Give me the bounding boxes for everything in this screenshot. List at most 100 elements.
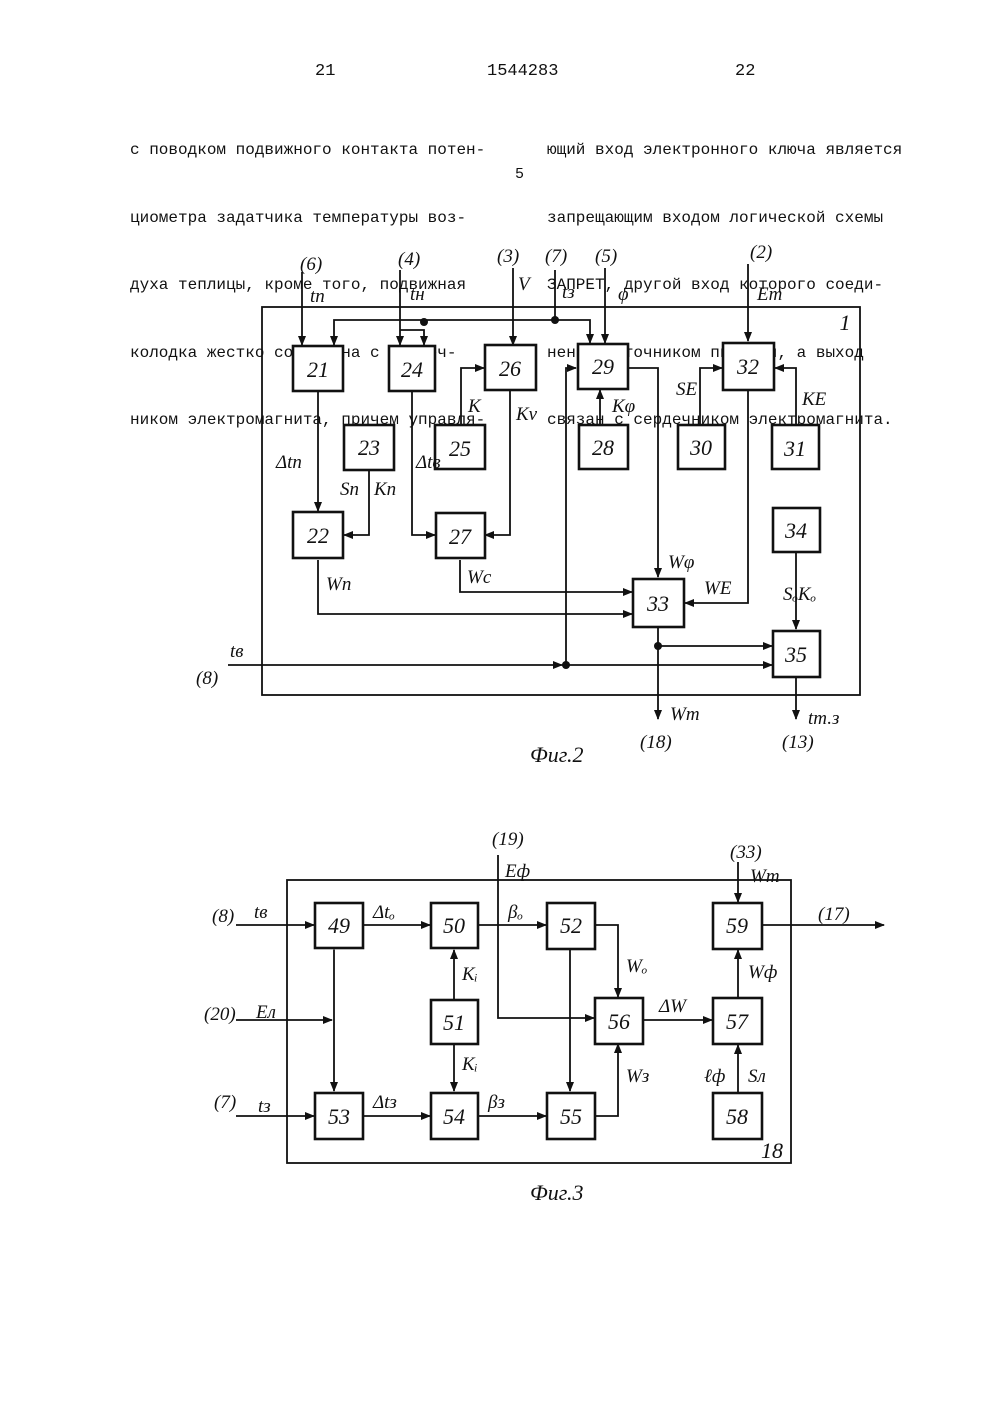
block-49: 49 xyxy=(315,903,363,948)
top-input-signal: Wт xyxy=(750,866,780,887)
block-26: 26 xyxy=(485,345,536,390)
label-dtz: Δtз xyxy=(372,1092,397,1113)
label-dt0: Δtₒ xyxy=(372,902,395,923)
block-32: 32 xyxy=(723,343,774,390)
left-input-signal: tв xyxy=(230,641,244,662)
top-input-ref: (33) xyxy=(730,842,762,863)
label-ke: KE xyxy=(801,389,827,410)
label-kp: Kп xyxy=(373,479,396,500)
output-ref: (17) xyxy=(818,904,850,925)
label-wp: Wп xyxy=(326,574,351,595)
label-sl: Sл xyxy=(748,1066,766,1087)
svg-text:56: 56 xyxy=(608,1009,630,1034)
fig2-frame-label: 1 xyxy=(840,310,851,335)
label-wf: Wф xyxy=(748,962,777,983)
fig3-caption: Фиг.3 xyxy=(530,1180,584,1205)
block-54: 54 xyxy=(431,1093,478,1139)
block-58: 58 xyxy=(713,1093,762,1139)
block-29: 29 xyxy=(578,344,628,389)
svg-text:27: 27 xyxy=(449,524,472,549)
label-sk: SₒKₒ xyxy=(783,584,816,605)
svg-text:51: 51 xyxy=(443,1010,465,1035)
block-52: 52 xyxy=(547,903,595,949)
block-23: 23 xyxy=(344,425,394,470)
input-signal: tз xyxy=(258,1096,271,1117)
label-b0: βₒ xyxy=(507,902,523,923)
label-wphi: Wφ xyxy=(668,552,694,573)
svg-text:57: 57 xyxy=(726,1009,749,1034)
fig2-caption: Фиг.2 xyxy=(530,742,584,767)
label-dw: ΔW xyxy=(658,996,688,1017)
label-k: K xyxy=(467,396,482,417)
svg-text:28: 28 xyxy=(592,435,614,460)
svg-text:25: 25 xyxy=(449,436,471,461)
svg-text:55: 55 xyxy=(560,1104,582,1129)
input-signal: tн xyxy=(410,284,425,305)
svg-text:24: 24 xyxy=(401,357,423,382)
input-ref: (4) xyxy=(398,249,420,270)
svg-text:30: 30 xyxy=(689,435,712,460)
block-30: 30 xyxy=(678,425,725,469)
label-w0: Wₒ xyxy=(626,956,647,977)
svg-text:32: 32 xyxy=(736,354,759,379)
top-input-ref: (19) xyxy=(492,829,524,850)
block-22: 22 xyxy=(293,512,343,558)
svg-text:29: 29 xyxy=(592,354,614,379)
block-56: 56 xyxy=(595,998,643,1044)
input-ref: (3) xyxy=(497,246,519,267)
svg-text:22: 22 xyxy=(307,523,329,548)
svg-text:50: 50 xyxy=(443,913,465,938)
fig3-frame-label: 18 xyxy=(761,1138,783,1163)
svg-text:23: 23 xyxy=(358,435,380,460)
svg-text:59: 59 xyxy=(726,913,748,938)
label-dtb: Δtв xyxy=(415,452,441,473)
svg-text:54: 54 xyxy=(443,1104,465,1129)
label-sp: Sп xyxy=(340,479,359,500)
block-27: 27 xyxy=(436,513,485,558)
label-se: SE xyxy=(676,379,698,400)
label-wc: Wc xyxy=(467,567,492,588)
svg-text:35: 35 xyxy=(784,642,807,667)
svg-text:34: 34 xyxy=(784,518,807,543)
block-34: 34 xyxy=(773,508,820,552)
output-signal: Wт xyxy=(670,704,700,725)
block-50: 50 xyxy=(431,903,478,948)
input-ref: (7) xyxy=(545,246,567,267)
block-21: 21 xyxy=(293,346,343,391)
label-dtp: Δtп xyxy=(275,452,302,473)
input-signal: φ xyxy=(618,284,629,305)
block-59: 59 xyxy=(713,903,762,949)
input-ref: (7) xyxy=(214,1092,236,1113)
block-53: 53 xyxy=(315,1093,363,1139)
label-ki-bot: Kᵢ xyxy=(461,1054,478,1075)
label-kphi: Kφ xyxy=(611,396,635,417)
svg-text:31: 31 xyxy=(783,436,806,461)
input-ref: (20) xyxy=(204,1004,236,1025)
svg-text:53: 53 xyxy=(328,1104,350,1129)
label-qf: ℓф xyxy=(704,1066,725,1087)
svg-text:58: 58 xyxy=(726,1104,748,1129)
block-31: 31 xyxy=(772,425,819,469)
top-input-signal: Eф xyxy=(504,861,530,882)
svg-text:33: 33 xyxy=(646,591,669,616)
label-we: WE xyxy=(704,578,732,599)
block-57: 57 xyxy=(713,998,762,1044)
block-51: 51 xyxy=(431,1000,478,1044)
block-33: 33 xyxy=(633,579,684,627)
input-ref: (8) xyxy=(212,906,234,927)
input-signal: tп xyxy=(310,286,325,307)
output-signal: tт.з xyxy=(808,708,839,729)
label-wz: Wз xyxy=(626,1066,649,1087)
block-35: 35 xyxy=(773,631,820,677)
output-ref: (13) xyxy=(782,732,814,753)
left-input-ref: (8) xyxy=(196,668,218,689)
svg-text:21: 21 xyxy=(307,357,329,382)
input-ref: (6) xyxy=(300,254,322,275)
block-24: 24 xyxy=(389,346,435,391)
svg-text:52: 52 xyxy=(560,913,582,938)
svg-text:26: 26 xyxy=(499,356,521,381)
input-signal: tз xyxy=(562,282,575,303)
input-signal: V xyxy=(518,274,532,295)
input-signal: tв xyxy=(254,902,268,923)
